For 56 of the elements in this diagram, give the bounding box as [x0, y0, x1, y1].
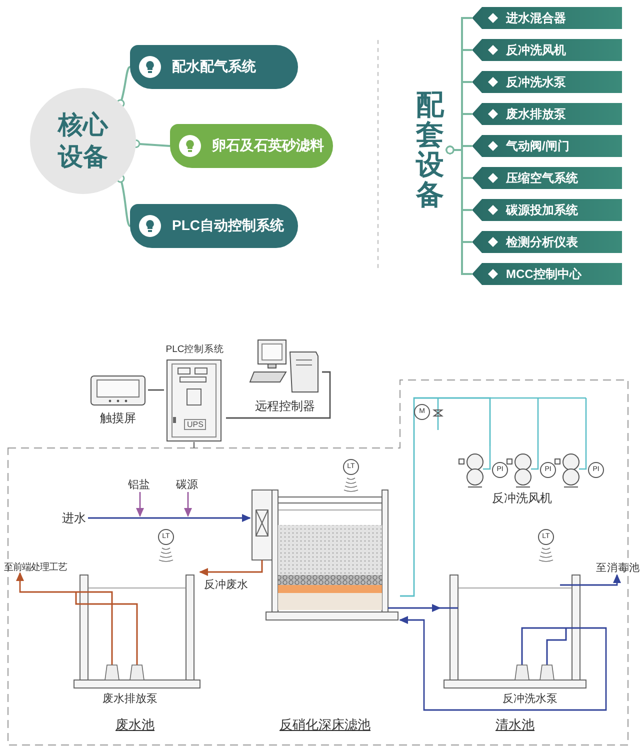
list-tag [472, 135, 622, 157]
tag-text: 反冲洗水泵 [506, 74, 566, 90]
connector-line [446, 146, 472, 275]
pipe-line [399, 616, 607, 711]
tag-text: 废水排放泵 [506, 106, 566, 122]
device-label: 远程控制器 [254, 398, 316, 415]
flow-label: 铝盐 [128, 478, 152, 492]
flow-label: 至前端处理工艺 [4, 560, 70, 573]
tag-text: 反冲洗风机 [506, 42, 566, 58]
tag-text: 检测分析仪表 [506, 234, 578, 250]
list-tag [472, 199, 622, 221]
pump-label: 废水排放泵 [102, 692, 158, 706]
tag-text: 气动阀/闸门 [506, 138, 570, 154]
topic-bubble [170, 124, 333, 168]
list-tag [472, 167, 622, 189]
list-tag [472, 231, 622, 253]
topic-text: PLC自动控制系统 [172, 217, 284, 235]
pipe-line [184, 492, 192, 517]
tag-text: 碳源投加系统 [506, 202, 578, 218]
pipe-line [16, 572, 70, 593]
tank-name: 清水池 [494, 716, 536, 734]
connector-line [116, 174, 131, 227]
list-tag [472, 71, 622, 93]
list-tag [472, 263, 622, 285]
device-label: 触摸屏 [99, 410, 137, 427]
topic-bubble [130, 45, 298, 89]
flow-label: 至消毒池 [596, 561, 638, 575]
pipe-line [88, 514, 251, 522]
core-text: 核心设备 [56, 110, 110, 173]
flow-label: 进水 [62, 511, 88, 526]
list-tag [472, 7, 622, 29]
edge-label: 反冲废水 [204, 577, 248, 592]
topic-bubble [130, 204, 298, 248]
pipe-line [590, 574, 621, 586]
list-tag [472, 103, 622, 125]
pipe-line [148, 389, 164, 391]
ups-label: UPS [184, 419, 206, 430]
pipe-line [226, 371, 331, 419]
topic-text: 卵石及石英砂滤料 [212, 137, 324, 155]
tank-name: 反硝化深床滤池 [278, 716, 372, 734]
group-heading: 配套设备 [416, 90, 446, 210]
topic-text: 配水配气系统 [172, 58, 256, 76]
list-tag [472, 39, 622, 61]
pipe-line [400, 397, 491, 597]
tag-text: MCC控制中心 [506, 266, 582, 282]
pipe-line [136, 492, 144, 517]
equipment-label: 反冲洗风机 [492, 490, 552, 507]
tag-text: 进水混合器 [506, 10, 566, 26]
pipe-line [199, 568, 250, 576]
pump-label: 反冲洗水泵 [502, 692, 558, 706]
tag-text: 压缩空气系统 [506, 170, 578, 186]
flow-label: 碳源 [176, 478, 200, 492]
device-label: PLC控制系统 [164, 343, 226, 356]
connector-line [116, 66, 131, 108]
pipe-line [400, 604, 441, 612]
tank-name: 废水池 [114, 716, 156, 734]
